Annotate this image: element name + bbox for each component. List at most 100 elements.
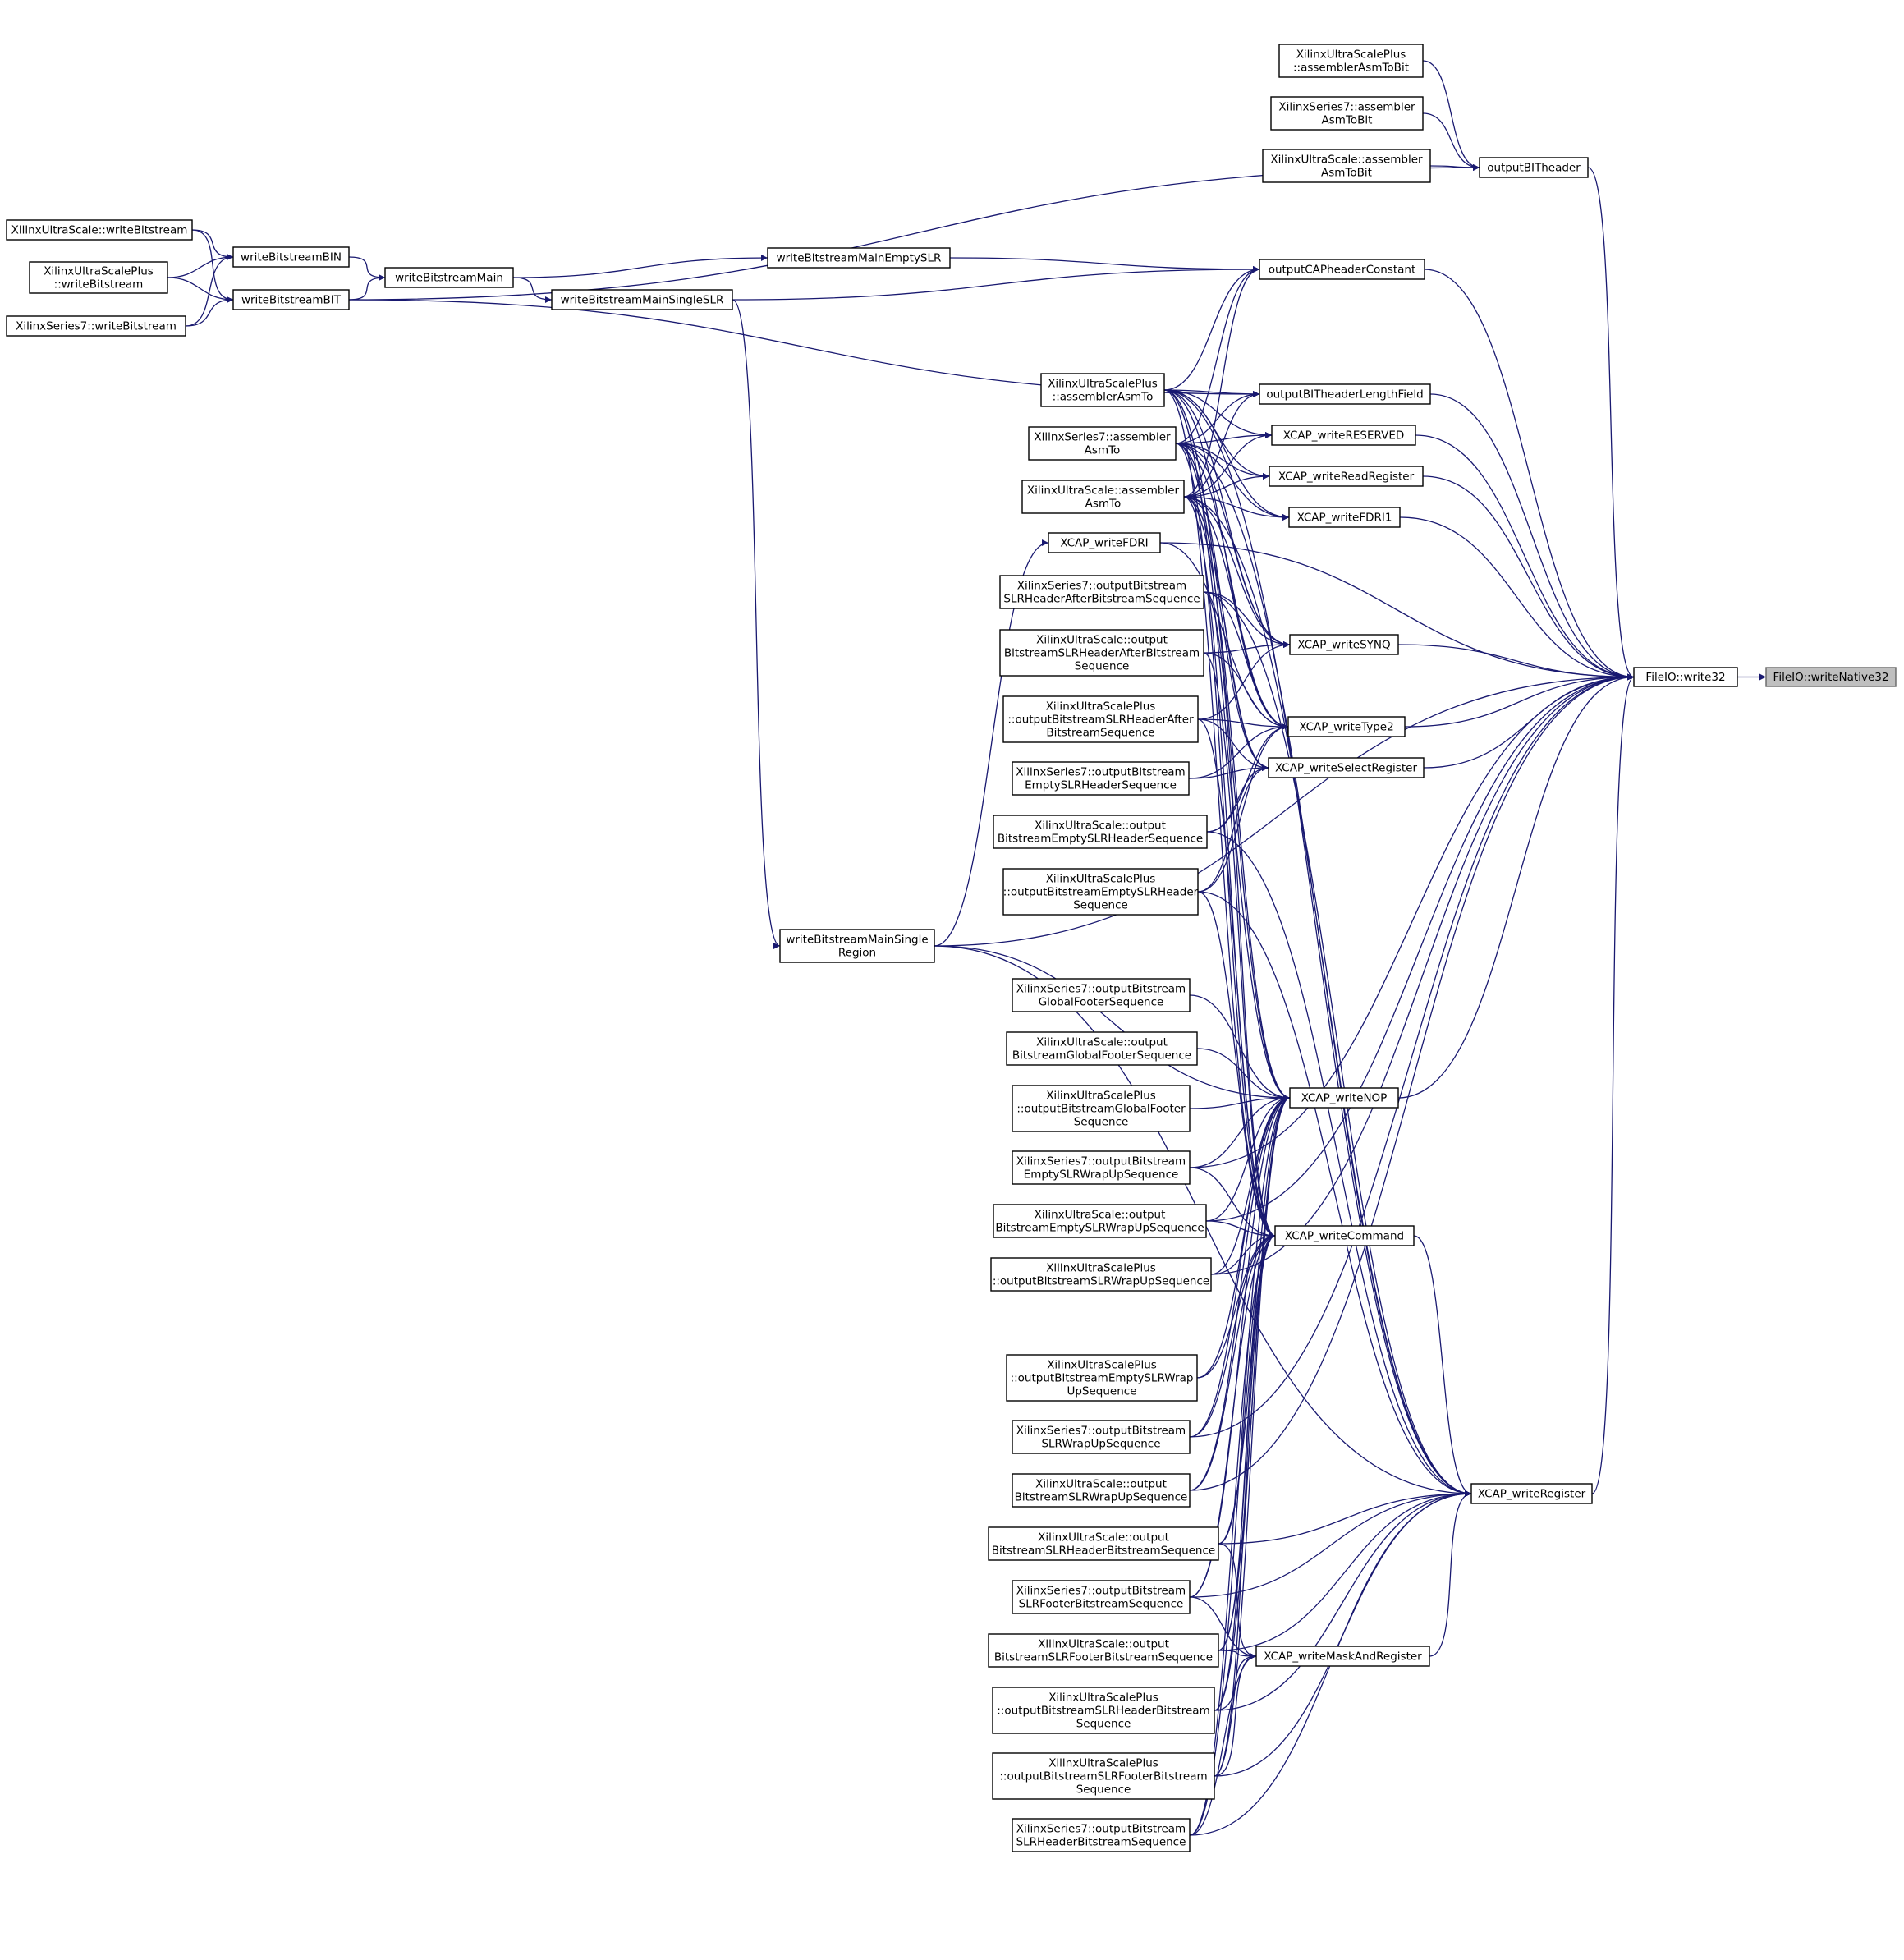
- graph-node-n0[interactable]: FileIO::writeNative32: [1765, 667, 1897, 687]
- node-label: SLRWrapUpSequence: [1041, 1438, 1160, 1451]
- node-box: [1021, 480, 1185, 514]
- node-label: XCAP_writeFDRI: [1060, 537, 1148, 550]
- graph-node-n18[interactable]: XilinxUltraScale::assemblerAsmTo: [1021, 480, 1185, 514]
- graph-node-n19[interactable]: outputBITheaderLengthField: [1259, 383, 1431, 405]
- graph-node-n30[interactable]: XCAP_writeMaskAndRegister: [1255, 1646, 1430, 1667]
- node-label: XilinxUltraScalePlus: [44, 265, 154, 278]
- graph-node-n25[interactable]: XCAP_writeType2: [1287, 716, 1406, 737]
- graph-node-n9[interactable]: writeBitstreamMainSingleSLR: [551, 289, 733, 310]
- edge-n42-to-n28: [1210, 1232, 1276, 1275]
- graph-node-n8[interactable]: writeBitstreamMainEmptySLR: [767, 247, 951, 269]
- node-box: [1289, 634, 1399, 655]
- edge-n49-to-n30: [1214, 1653, 1257, 1711]
- graph-node-n37[interactable]: XilinxSeries7::outputBitstreamGlobalFoot…: [1012, 978, 1191, 1012]
- edge-n44-to-n28: [1189, 1232, 1276, 1438]
- graph-node-n46[interactable]: XilinxUltraScale::outputBitstreamSLRHead…: [988, 1526, 1219, 1561]
- edge-n51-to-n28: [1189, 1232, 1276, 1836]
- node-label: AsmToBit: [1322, 114, 1373, 127]
- graph-node-n24[interactable]: XCAP_writeSYNQ: [1289, 634, 1399, 655]
- graph-node-n28[interactable]: XCAP_writeCommand: [1274, 1225, 1415, 1246]
- graph-node-n49[interactable]: XilinxUltraScalePlus::outputBitstreamSLR…: [992, 1687, 1215, 1734]
- edge-n40-to-n28: [1189, 1167, 1276, 1239]
- edge-n3-to-n5: [167, 254, 234, 278]
- graph-node-n32[interactable]: XilinxUltraScale::outputBitstreamSLRHead…: [999, 629, 1204, 677]
- node-label: AsmTo: [1085, 444, 1121, 457]
- graph-node-n34[interactable]: XilinxSeries7::outputBitstreamEmptySLRHe…: [1012, 761, 1190, 796]
- graph-node-n42[interactable]: XilinxUltraScalePlus::outputBitstreamSLR…: [990, 1257, 1212, 1292]
- graph-node-n27[interactable]: XCAP_writeNOP: [1289, 1087, 1399, 1109]
- node-label: Sequence: [1074, 1116, 1129, 1129]
- graph-node-n12[interactable]: XilinxSeries7::assemblerAsmToBit: [1270, 96, 1424, 131]
- graph-node-n40[interactable]: XilinxSeries7::outputBitstreamEmptySLRWr…: [1012, 1150, 1191, 1185]
- graph-node-n7[interactable]: writeBitstreamMain: [384, 267, 514, 288]
- node-label: ::outputBitstreamSLRWrapUpSequence: [993, 1275, 1209, 1288]
- graph-node-n14[interactable]: outputBITheader: [1479, 157, 1589, 178]
- node-label: XilinxUltraScale::output: [1038, 1531, 1169, 1545]
- graph-node-n4[interactable]: XilinxSeries7::writeBitstream: [6, 315, 186, 337]
- graph-node-n13[interactable]: XilinxUltraScale::assemblerAsmToBit: [1262, 149, 1431, 183]
- node-label: FileIO::writeNative32: [1773, 671, 1889, 684]
- node-label: XilinxUltraScale::output: [1035, 1209, 1166, 1222]
- node-label: BitstreamSLRHeaderAfterBitstream: [1004, 647, 1200, 660]
- graph-node-n16[interactable]: XilinxUltraScalePlus::assemblerAsmTo: [1040, 373, 1165, 407]
- edge-n31-to-n25: [1203, 591, 1289, 730]
- edge-n9-to-n10: [732, 299, 781, 949]
- graph-node-n2[interactable]: XilinxUltraScale::writeBitstream: [6, 219, 193, 241]
- graph-node-n26[interactable]: XCAP_writeSelectRegister: [1268, 757, 1425, 778]
- node-box: [1470, 1483, 1593, 1504]
- graph-node-n6[interactable]: writeBitstreamBIT: [232, 289, 350, 310]
- edge-n2-to-n5: [191, 229, 234, 260]
- graph-node-n11[interactable]: XilinxUltraScalePlus::assemblerAsmToBit: [1278, 44, 1424, 78]
- graph-node-n20[interactable]: XCAP_writeRESERVED: [1271, 425, 1416, 446]
- graph-node-n47[interactable]: XilinxSeries7::outputBitstreamSLRFooterB…: [1012, 1580, 1191, 1614]
- graph-node-n29[interactable]: XCAP_writeRegister: [1470, 1483, 1593, 1504]
- graph-node-n21[interactable]: XCAP_writeReadRegister: [1269, 466, 1424, 487]
- node-label: writeBitstreamMainSingleSLR: [561, 294, 724, 307]
- graph-node-n33[interactable]: XilinxUltraScalePlus::outputBitstreamSLR…: [1002, 695, 1199, 743]
- edge-n47-to-n30: [1189, 1596, 1257, 1659]
- edge-n30-to-n29: [1429, 1490, 1472, 1657]
- node-label: BitstreamSLRHeaderBitstreamSequence: [992, 1545, 1215, 1558]
- node-label: writeBitstreamBIT: [241, 294, 342, 307]
- node-label: ::outputBitstreamSLRHeaderAfter: [1007, 714, 1194, 727]
- edge-n18-to-n29: [1183, 496, 1472, 1497]
- node-label: XilinxSeries7::writeBitstream: [16, 320, 177, 333]
- graph-node-n50[interactable]: XilinxUltraScalePlus::outputBitstreamSLR…: [992, 1752, 1215, 1800]
- edge-n18-to-n19: [1183, 391, 1260, 498]
- graph-node-n43[interactable]: XilinxUltraScalePlus::outputBitstreamEmp…: [1006, 1354, 1198, 1402]
- graph-node-n41[interactable]: XilinxUltraScale::outputBitstreamEmptySL…: [993, 1204, 1207, 1238]
- graph-node-n22[interactable]: XCAP_writeFDRI1: [1288, 507, 1401, 528]
- graph-node-n35[interactable]: XilinxUltraScale::outputBitstreamEmptySL…: [993, 815, 1208, 849]
- node-label: XilinxSeries7::outputBitstream: [1016, 983, 1186, 996]
- graph-node-n38[interactable]: XilinxUltraScale::outputBitstreamGlobalF…: [1006, 1031, 1198, 1066]
- node-box: [999, 575, 1204, 609]
- node-box: [1028, 426, 1177, 461]
- graph-node-n39[interactable]: XilinxUltraScalePlus::outputBitstreamGlo…: [1012, 1085, 1191, 1132]
- node-box: [1287, 716, 1406, 737]
- node-label: XilinxUltraScalePlus: [1296, 48, 1406, 62]
- graph-node-n45[interactable]: XilinxUltraScale::outputBitstreamSLRWrap…: [1012, 1473, 1191, 1508]
- graph-node-n5[interactable]: writeBitstreamBIN: [232, 246, 350, 268]
- graph-node-n3[interactable]: XilinxUltraScalePlus::writeBitstream: [29, 261, 168, 294]
- graph-node-n23[interactable]: XCAP_writeFDRI: [1048, 532, 1161, 553]
- graph-node-n48[interactable]: XilinxUltraScale::outputBitstreamSLRFoot…: [988, 1633, 1219, 1668]
- graph-node-n44[interactable]: XilinxSeries7::outputBitstreamSLRWrapUpS…: [1012, 1420, 1191, 1454]
- node-label: XilinxSeries7::outputBitstream: [1017, 580, 1186, 593]
- graph-node-n31[interactable]: XilinxSeries7::outputBitstreamSLRHeaderA…: [999, 575, 1204, 609]
- node-box: [384, 267, 514, 288]
- node-box: [1012, 761, 1190, 796]
- node-box: [988, 1526, 1219, 1561]
- edge-n50-to-n30: [1214, 1653, 1257, 1777]
- graph-node-n15[interactable]: outputCAPheaderConstant: [1259, 259, 1425, 280]
- edge-n17-to-n15: [1175, 266, 1260, 444]
- node-label: AsmToBit: [1321, 167, 1372, 180]
- graph-node-n17[interactable]: XilinxSeries7::assemblerAsmTo: [1028, 426, 1177, 461]
- graph-node-n36[interactable]: XilinxUltraScalePlus::outputBitstreamEmp…: [1002, 868, 1199, 916]
- node-label: BitstreamSLRWrapUpSequence: [1015, 1491, 1188, 1504]
- edge-n23-to-n1: [1159, 542, 1635, 681]
- graph-node-n1[interactable]: FileIO::write32: [1633, 667, 1738, 687]
- node-box: [1479, 157, 1589, 178]
- graph-node-n51[interactable]: XilinxSeries7::outputBitstreamSLRHeaderB…: [1012, 1818, 1191, 1852]
- edge-n16-to-n29: [1163, 389, 1472, 1497]
